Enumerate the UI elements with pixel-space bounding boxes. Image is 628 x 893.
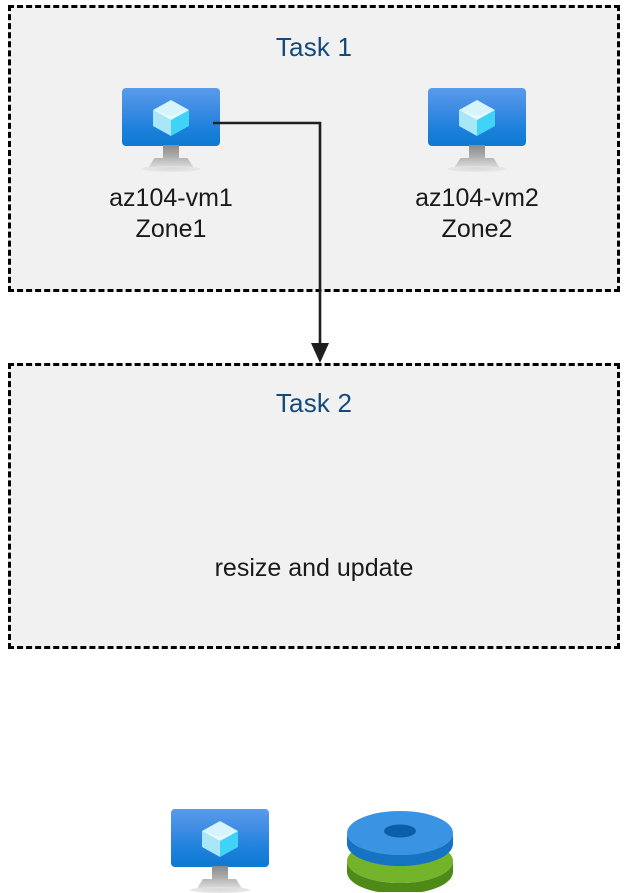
vm-cube-glyph	[153, 100, 189, 136]
virtual-machine-icon	[122, 88, 220, 172]
node-az104-vm1[interactable]: az104-vm1 Zone1	[53, 88, 289, 245]
task-1-title: Task 1	[275, 32, 353, 62]
task-1-container: Task 1 az104-vm1 Zone1	[8, 5, 620, 292]
disk-blue	[347, 811, 453, 866]
virtual-machine-icon	[428, 88, 526, 172]
node-task2-virtual-machine[interactable]	[151, 809, 288, 893]
connector-arrowhead	[311, 343, 329, 363]
task-2-container: Task 2	[8, 363, 620, 893]
vm-stand-foot	[447, 166, 507, 172]
virtual-machine-icon	[170, 809, 269, 893]
vm-stand-foot	[141, 166, 201, 172]
vm-stand-neck	[163, 145, 179, 162]
vm-stand-neck	[469, 145, 485, 162]
task-2-caption: resize and update	[214, 554, 414, 582]
node-label-az104-vm2: az104-vm2 Zone2	[415, 184, 539, 243]
vm-cube-glyph	[459, 100, 495, 136]
node-managed-disks[interactable]	[343, 809, 458, 892]
node-label-az104-vm1: az104-vm1 Zone1	[109, 184, 233, 243]
vm-stand-foot	[189, 887, 250, 893]
vm-cube-glyph	[201, 821, 238, 857]
diagram-canvas: Task 1 az104-vm1 Zone1	[8, 5, 620, 893]
managed-disks-icon	[347, 811, 453, 892]
node-az104-vm2[interactable]: az104-vm2 Zone2	[359, 88, 595, 245]
task-2-title: Task 2	[275, 388, 353, 418]
